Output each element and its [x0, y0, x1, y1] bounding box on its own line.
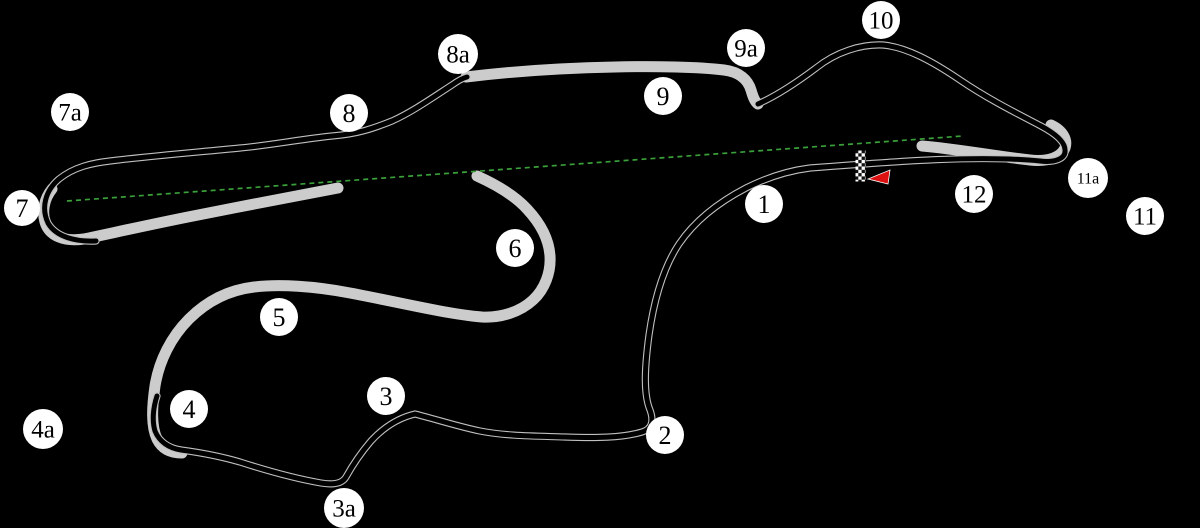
- corner-label-text-8: 8: [343, 99, 356, 128]
- alternate-track-sections: [38, 61, 1072, 459]
- corner-label-circle-8: [330, 94, 368, 132]
- corner-label-text-10: 10: [869, 8, 894, 35]
- corner-label-6: 6: [496, 229, 534, 267]
- corner-label-text-1: 1: [758, 190, 771, 219]
- corner-label-9a: 9a: [727, 29, 765, 67]
- corner-label-text-7a: 7a: [58, 100, 82, 127]
- corner-label-circle-4: [170, 390, 208, 428]
- main-course-line: [42, 42, 1068, 487]
- alternate-section-6-to-7: [38, 182, 344, 246]
- alternate-section-9: [460, 61, 764, 110]
- corner-label-circle-1: [745, 185, 783, 223]
- course-7-to-8a: [42, 74, 470, 244]
- corner-label-3a: 3a: [324, 488, 364, 528]
- course-9a-to-4: [150, 42, 1068, 487]
- corner-label-10: 10: [862, 1, 900, 39]
- corner-label-circle-3: [367, 377, 405, 415]
- corner-label-11a: 11a: [1068, 158, 1108, 198]
- corner-label-circle-9: [644, 77, 682, 115]
- dragstrip-line: [66, 135, 964, 202]
- corner-label-text-3a: 3a: [332, 496, 356, 523]
- corner-label-circle-10: [862, 1, 900, 39]
- start-finish-line: [855, 150, 866, 182]
- corner-label-7a: 7a: [51, 93, 89, 131]
- corner-label-text-6: 6: [509, 234, 522, 263]
- corner-label-circle-6: [496, 229, 534, 267]
- corner-label-text-9: 9: [657, 82, 670, 111]
- corner-label-8a: 8a: [438, 34, 478, 74]
- corner-label-11: 11: [1126, 197, 1164, 235]
- corner-label-text-3: 3: [380, 382, 393, 411]
- corner-label-text-7: 7: [16, 194, 29, 223]
- corner-label-circle-12: [955, 175, 993, 213]
- corner-label-9: 9: [644, 77, 682, 115]
- corner-label-text-9a: 9a: [734, 36, 758, 63]
- corner-label-1: 1: [745, 185, 783, 223]
- corner-label-2: 2: [646, 416, 684, 454]
- corner-label-circle-11a: [1068, 158, 1108, 198]
- corner-label-5: 5: [260, 298, 298, 336]
- corner-label-text-11: 11: [1133, 204, 1157, 231]
- corner-label-3: 3: [367, 377, 405, 415]
- corner-label-circle-7: [4, 190, 40, 226]
- direction-arrow: [866, 169, 891, 185]
- corner-label-text-2: 2: [659, 421, 672, 450]
- corner-label-text-11a: 11a: [1077, 170, 1100, 187]
- corner-label-circle-3a: [324, 488, 364, 528]
- corner-label-4a: 4a: [23, 409, 63, 449]
- corner-label-text-5: 5: [273, 303, 286, 332]
- corner-label-text-8a: 8a: [446, 42, 470, 69]
- corner-label-circle-4a: [23, 409, 63, 449]
- corner-label-circle-2: [646, 416, 684, 454]
- corner-label-7: 7: [4, 190, 40, 226]
- corner-label-circle-11: [1126, 197, 1164, 235]
- corner-label-text-12: 12: [962, 182, 987, 209]
- corner-label-circle-8a: [438, 34, 478, 74]
- corner-label-4: 4: [170, 390, 208, 428]
- corner-label-12: 12: [955, 175, 993, 213]
- alternate-section-carousel-5-6: [147, 170, 556, 459]
- corner-label-8: 8: [330, 94, 368, 132]
- corner-label-circle-5: [260, 298, 298, 336]
- corner-label-circle-7a: [51, 93, 89, 131]
- corner-label-text-4a: 4a: [31, 417, 55, 444]
- corner-label-circle-9a: [727, 29, 765, 67]
- corner-label-text-4: 4: [183, 395, 196, 424]
- course-casing-9a-to-4: [149, 41, 1069, 488]
